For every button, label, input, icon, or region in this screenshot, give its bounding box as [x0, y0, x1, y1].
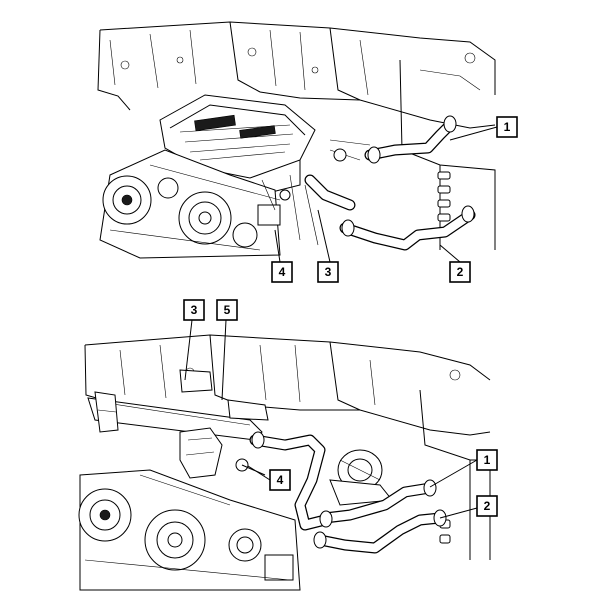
- bottom-callout-3: 3: [183, 299, 205, 321]
- top-leader-4: [274, 229, 281, 263]
- svg-text:1: 1: [484, 453, 491, 467]
- top-engine-view: [97, 21, 498, 263]
- bottom-callout-1: 1: [476, 449, 498, 471]
- bottom-leader-4: [247, 465, 271, 481]
- svg-text:2: 2: [457, 265, 464, 279]
- svg-text:3: 3: [325, 265, 332, 279]
- svg-text:5: 5: [224, 303, 231, 317]
- bottom-leader-2: [439, 507, 478, 519]
- top-engine-block: [99, 149, 319, 259]
- bottom-callout-5: 5: [216, 299, 238, 321]
- top-callout-2: 2: [449, 261, 471, 283]
- bottom-leader-5: [221, 319, 227, 401]
- bottom-crossmember-tube: [87, 369, 269, 441]
- top-leader-3: [317, 209, 331, 263]
- svg-text:4: 4: [279, 265, 286, 279]
- top-callout-1: 1: [496, 116, 518, 138]
- top-callout-3: 3: [317, 261, 339, 283]
- top-leader-1: [449, 126, 498, 141]
- bottom-pump-housing: [329, 449, 393, 506]
- svg-text:1: 1: [504, 120, 511, 134]
- bottom-bracket: [179, 427, 266, 479]
- svg-text:2: 2: [484, 499, 491, 513]
- top-heater-hoses: [304, 115, 476, 251]
- bottom-callout-4: 4: [269, 469, 291, 491]
- top-callout-4: 4: [271, 261, 293, 283]
- bottom-engine-view: [78, 319, 491, 591]
- bottom-leader-1: [429, 459, 478, 488]
- bottom-leader-3: [184, 319, 193, 381]
- bottom-engine-block: [78, 469, 301, 591]
- top-leader-2: [439, 244, 461, 263]
- bottom-heater-hoses: [249, 431, 447, 554]
- svg-text:4: 4: [277, 473, 284, 487]
- svg-text:3: 3: [191, 303, 198, 317]
- bottom-callout-2: 2: [476, 495, 498, 517]
